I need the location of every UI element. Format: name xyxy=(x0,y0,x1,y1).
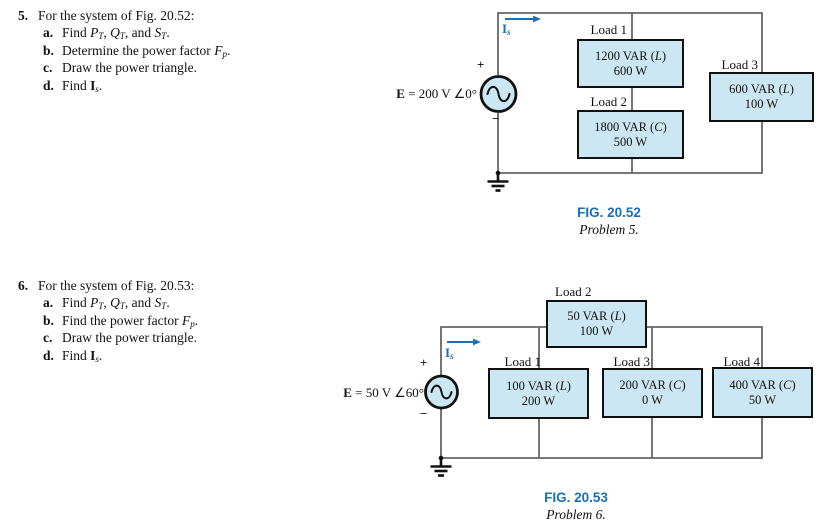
problem-intro: For the system of Fig. 20.53: xyxy=(38,278,195,293)
item-text: Find Is. xyxy=(62,77,103,94)
item-text: Find Is. xyxy=(62,347,103,364)
item-text: Determine the power factor Fp. xyxy=(62,42,231,59)
item-text: Find PT, QT, and ST. xyxy=(62,295,170,312)
problem-intro: For the system of Fig. 20.52: xyxy=(38,8,195,23)
fig1-subcaption: Problem 5. xyxy=(579,222,639,237)
fig1-load3-box: 600 VAR (L) 100 W xyxy=(709,72,814,122)
fig2-plus-sign: + xyxy=(420,355,428,370)
fig2-subcaption: Problem 6. xyxy=(546,507,606,522)
fig1-minus-sign: − xyxy=(492,111,500,126)
load-var-rating: 100 VAR (L) xyxy=(506,378,571,393)
fig2-caption: FIG. 20.53 xyxy=(544,490,608,505)
problem-6-item-b: b. Find the power factor Fp. xyxy=(43,312,288,329)
fig2-load1-label: Load 1 xyxy=(504,354,541,369)
fig1-current-label: Is xyxy=(502,21,511,37)
fig1-caption: FIG. 20.52 xyxy=(577,205,641,220)
load-watt-rating: 200 W xyxy=(521,393,556,408)
item-text: Find PT, QT, and ST. xyxy=(62,25,170,42)
load-var-rating: 1800 VAR (C) xyxy=(594,119,667,134)
problem-6-item-d: d. Find Is. xyxy=(43,347,288,364)
fig1-load3-label: Load 3 xyxy=(721,57,758,72)
item-letter: c. xyxy=(43,60,53,76)
fig2-current-arrow-icon xyxy=(447,338,481,346)
fig2-current-label: Is xyxy=(445,345,454,361)
fig1-load2-box: 1800 VAR (C) 500 W xyxy=(577,110,684,159)
load-var-rating: 200 VAR (C) xyxy=(619,378,686,392)
problem-5-item-a: a. Find PT, QT, and ST. xyxy=(43,24,288,41)
fig1-load1-label: Load 1 xyxy=(590,22,627,37)
load-watt-rating: 600 W xyxy=(613,63,648,78)
fig2-minus-sign: − xyxy=(420,406,428,421)
load-watt-rating: 100 W xyxy=(579,324,614,338)
fig2-load3-box: 200 VAR (C) 0 W xyxy=(602,368,703,418)
load-watt-rating: 0 W xyxy=(642,393,663,407)
fig2-load3-label: Load 3 xyxy=(613,354,650,369)
problem-5-item-c: c. Draw the power triangle. xyxy=(43,59,288,76)
problem-5-item-d: d. Find Is. xyxy=(43,77,288,94)
item-text: Find the power factor Fp. xyxy=(62,312,199,329)
fig1-plus-sign: + xyxy=(477,57,485,72)
load-watt-rating: 100 W xyxy=(744,97,779,111)
fig1-ground-icon xyxy=(487,170,509,192)
problem-6-item-c: c. Draw the power triangle. xyxy=(43,329,288,346)
item-letter: c. xyxy=(43,330,53,346)
item-text: Draw the power triangle. xyxy=(62,60,197,76)
problem-6-heading: 6. For the system of Fig. 20.53: xyxy=(18,277,288,294)
item-letter: d. xyxy=(43,77,54,93)
load-var-rating: 600 VAR (L) xyxy=(729,82,794,96)
fig2-load2-box: 50 VAR (L) 100 W xyxy=(546,300,647,348)
load-var-rating: 1200 VAR (L) xyxy=(594,48,667,63)
problem-5-item-b: b. Determine the power factor Fp. xyxy=(43,42,288,59)
fig2-sine-icon xyxy=(430,384,453,400)
item-letter: b. xyxy=(43,42,54,58)
problem-5-heading: 5. For the system of Fig. 20.52: xyxy=(18,7,288,24)
item-letter: a. xyxy=(43,25,54,41)
problem-number: 6. xyxy=(18,278,29,293)
problem-6-item-a: a. Find PT, QT, and ST. xyxy=(43,294,288,311)
problem-5: 5. For the system of Fig. 20.52: a. Find… xyxy=(18,7,288,94)
problem-number: 5. xyxy=(18,8,29,23)
fig2-source-voltage-label: E = 50 V ∠60° xyxy=(343,385,424,400)
problem-6: 6. For the system of Fig. 20.53: a. Find… xyxy=(18,277,288,364)
item-text: Draw the power triangle. xyxy=(62,330,197,346)
fig1-sine-icon xyxy=(486,85,511,103)
item-letter: b. xyxy=(43,312,54,328)
item-letter: a. xyxy=(43,295,54,311)
load-var-rating: 400 VAR (C) xyxy=(729,377,796,392)
item-letter: d. xyxy=(43,347,54,363)
fig1-source-voltage-label: E = 200 V ∠0° xyxy=(396,86,477,101)
fig2-load1-box: 100 VAR (L) 200 W xyxy=(488,368,589,419)
fig2-load4-label: Load 4 xyxy=(723,354,760,369)
fig1-load1-box: 1200 VAR (L) 600 W xyxy=(577,39,684,88)
fig2-load4-box: 400 VAR (C) 50 W xyxy=(712,367,813,418)
load-watt-rating: 50 W xyxy=(748,392,777,407)
load-var-rating: 50 VAR (L) xyxy=(567,309,626,323)
fig2-load2-label: Load 2 xyxy=(555,284,592,299)
fig1-load2-label: Load 2 xyxy=(590,94,627,109)
load-watt-rating: 500 W xyxy=(613,134,648,149)
fig1-current-arrow-icon xyxy=(505,15,541,23)
fig2-ground-icon xyxy=(430,455,452,477)
